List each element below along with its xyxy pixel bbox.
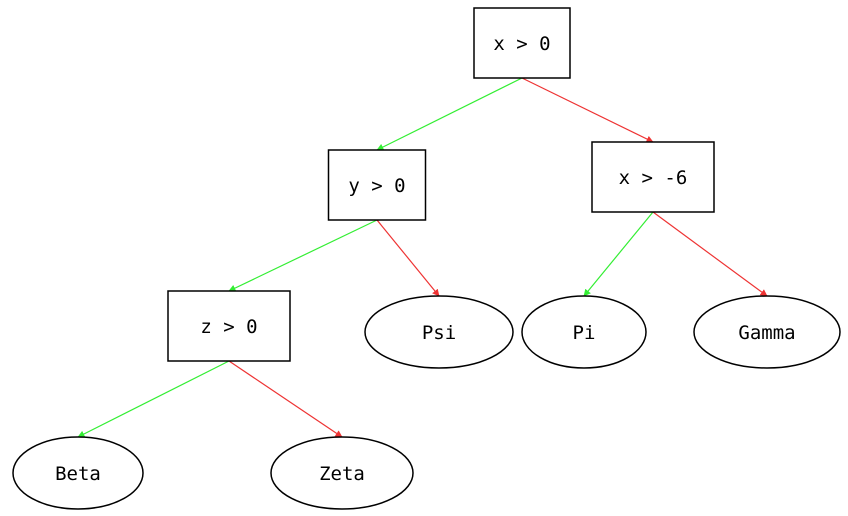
- decision-node-n_z_gt_0: z > 0: [167, 290, 291, 362]
- decision-node-n_x_gt_0: x > 0: [473, 7, 571, 79]
- leaf-ellipse: [364, 295, 514, 369]
- leaf-node-n_zeta: Zeta: [270, 436, 414, 510]
- node-label: Pi: [573, 322, 596, 344]
- edge-false-n_x_gt_0-to-n_x_gt_m6: [521, 77, 654, 143]
- edge-true-n_x_gt_m6-to-n_pi: [583, 211, 654, 297]
- node-label: y > 0: [348, 175, 405, 197]
- edge-true-n_x_gt_0-to-n_y_gt_0: [376, 77, 523, 151]
- decision-box: [327, 149, 427, 221]
- decision-box: [591, 141, 715, 213]
- leaf-node-n_psi: Psi: [364, 295, 514, 369]
- edge-false-n_z_gt_0-to-n_zeta: [228, 360, 343, 438]
- leaf-ellipse: [693, 295, 841, 369]
- leaf-ellipse: [12, 436, 144, 510]
- edges-layer: [77, 77, 768, 438]
- decision-node-n_y_gt_0: y > 0: [327, 149, 427, 221]
- leaf-node-n_pi: Pi: [521, 295, 647, 369]
- edge-false-n_x_gt_m6-to-n_gamma: [652, 211, 768, 297]
- edge-true-n_z_gt_0-to-n_beta: [77, 360, 230, 438]
- leaf-node-n_gamma: Gamma: [693, 295, 841, 369]
- decision-node-n_x_gt_m6: x > -6: [591, 141, 715, 213]
- node-label: Beta: [55, 463, 101, 485]
- decision-box: [473, 7, 571, 79]
- node-label: Psi: [422, 322, 456, 344]
- leaf-ellipse: [521, 295, 647, 369]
- decision-box: [167, 290, 291, 362]
- node-label: z > 0: [200, 316, 257, 338]
- node-label: Zeta: [319, 463, 365, 485]
- node-label: x > 0: [493, 33, 550, 55]
- node-label: x > -6: [619, 167, 688, 189]
- edge-false-n_y_gt_0-to-n_psi: [376, 219, 440, 297]
- node-label: Gamma: [738, 322, 795, 344]
- leaf-ellipse: [270, 436, 414, 510]
- leaf-node-n_beta: Beta: [12, 436, 144, 510]
- edge-true-n_y_gt_0-to-n_z_gt_0: [228, 219, 378, 292]
